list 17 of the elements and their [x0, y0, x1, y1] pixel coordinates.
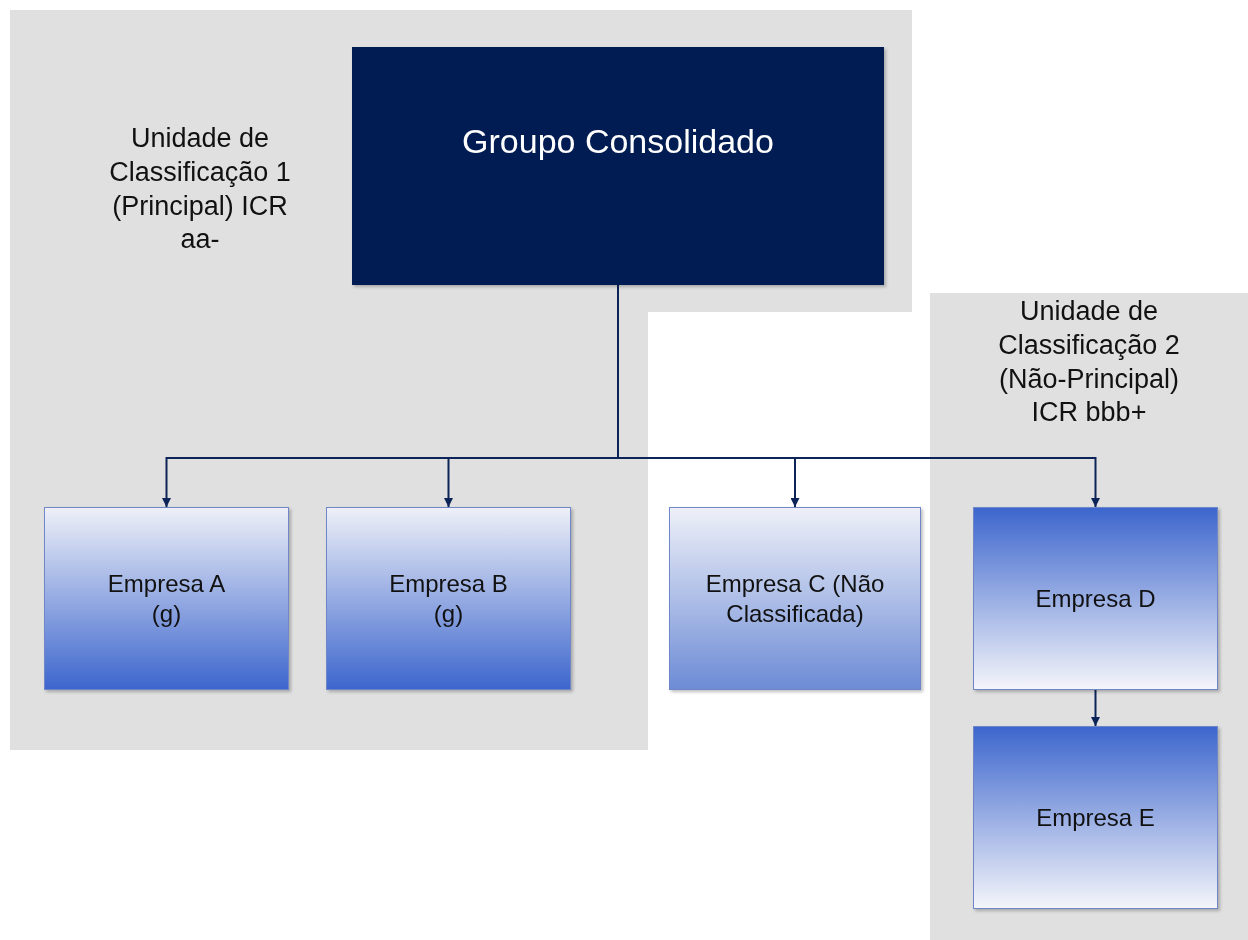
entity-label: Groupo Consolidado: [462, 120, 774, 162]
entity-label: Empresa E: [1036, 802, 1155, 833]
region-label: Unidade de Classificação 2 (Não-Principal) ICR bbb+: [997, 295, 1181, 430]
entity-label: Empresa B (g): [388, 568, 509, 629]
entity-box: [973, 507, 1218, 690]
region-label: Unidade de Classificação 1 (Principal) ICR aa-: [108, 122, 292, 257]
entity-label: Empresa D: [1035, 583, 1156, 614]
entity-label: Empresa C (Não Classificada): [704, 568, 886, 629]
entity-label: Empresa A (g): [106, 568, 227, 629]
grouping-region: [930, 293, 1248, 940]
entity-box: [44, 507, 289, 690]
entity-box: [326, 507, 571, 690]
connector-arrow: [1091, 689, 1100, 727]
entity-box: [973, 726, 1218, 909]
grouping-region: [10, 10, 912, 750]
entity-box: [352, 47, 884, 285]
entity-box: [669, 507, 921, 690]
